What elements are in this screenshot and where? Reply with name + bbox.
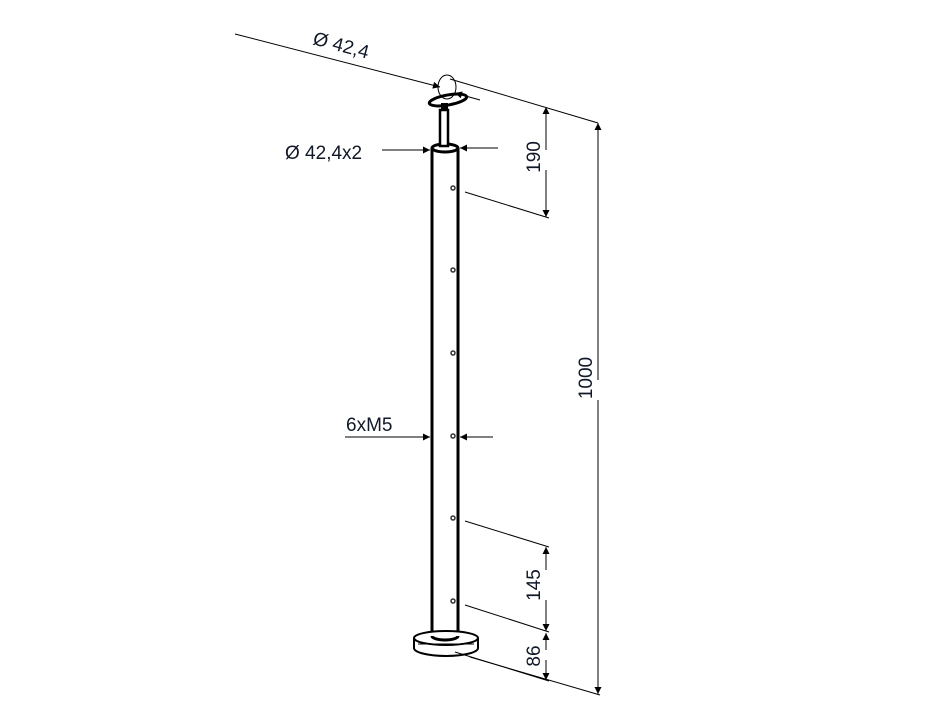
dim-86: 86 bbox=[524, 645, 545, 666]
hole bbox=[450, 267, 456, 273]
dimension-190: 190 bbox=[464, 107, 550, 219]
dimension-1000: 1000 bbox=[469, 123, 602, 696]
dimension-86: 86 bbox=[454, 633, 550, 682]
post bbox=[430, 142, 460, 636]
dimension-145: 145 bbox=[464, 520, 550, 633]
dim-190: 190 bbox=[524, 141, 545, 173]
dimension-holes: 6xM5 bbox=[345, 415, 493, 441]
hole bbox=[450, 433, 456, 439]
holes bbox=[450, 185, 456, 604]
dimension-post-tube: Ø 42,4x2 bbox=[285, 143, 498, 164]
dim-holes: 6xM5 bbox=[346, 415, 392, 436]
dim-handrail-diameter: Ø 42,4 bbox=[311, 29, 372, 64]
dim-post-tube: Ø 42,4x2 bbox=[285, 143, 362, 164]
hole bbox=[450, 185, 456, 191]
dim-145: 145 bbox=[524, 569, 545, 601]
dim-1000: 1000 bbox=[576, 357, 597, 399]
base-plate bbox=[413, 630, 479, 657]
hole bbox=[450, 515, 456, 521]
dimension-handrail-diameter: Ø 42,4 bbox=[234, 29, 599, 124]
hole bbox=[450, 350, 456, 356]
hole bbox=[450, 598, 456, 604]
